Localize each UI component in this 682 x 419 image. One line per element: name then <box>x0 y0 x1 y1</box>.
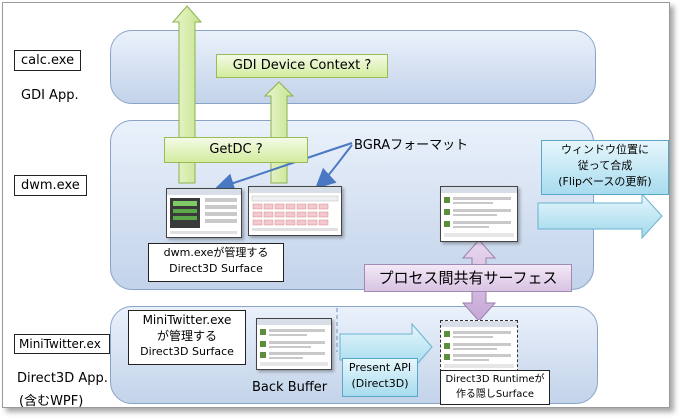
dwm-surface-line2: Direct3D Surface <box>169 262 263 275</box>
minitwitter-dwm-thumbnail <box>440 186 518 242</box>
present-api-line1: Present API <box>348 361 412 374</box>
gdi-app-label: GDI App. <box>21 88 79 103</box>
direct3d-app-label: Direct3D App. <box>17 371 108 386</box>
dwm-surface-line1: dwm.exeが管理する <box>163 246 269 259</box>
present-api-line2: (Direct3D) <box>351 377 409 390</box>
hidden-surface-line1: Direct3D Runtimeが <box>445 374 545 385</box>
mt-surface-line1: MiniTwitter.exe <box>142 313 232 327</box>
window-compose-line1: ウィンドウ位置に <box>561 143 649 156</box>
hidden-surface-line2: 作る隠しSurface <box>455 389 535 400</box>
minitwitter-exe-label: MiniTwitter.ex <box>14 334 110 354</box>
gdi-device-context-box: GDI Device Context ? <box>216 54 388 78</box>
blue-arrow-to-calc-thumb2 <box>315 144 353 189</box>
minitwitter-surface-box: MiniTwitter.exe が管理する Direct3D Surface <box>128 310 246 365</box>
bgra-format-label: BGRAフォーマット <box>354 138 469 153</box>
hidden-surface-box: Direct3D Runtimeが 作る隠しSurface <box>440 370 550 405</box>
hidden-surface-thumbnail <box>440 320 518 372</box>
back-buffer-label: Back Buffer <box>252 380 328 395</box>
calc-grid-thumbnail <box>248 186 342 236</box>
window-compose-line3: (Flipベースの更新) <box>558 175 652 188</box>
calc-window-thumbnail <box>166 188 242 238</box>
shared-surface-box: プロセス間共有サーフェス <box>364 264 572 292</box>
back-buffer-thumbnail <box>256 318 332 370</box>
back-buffer-thumb-art <box>257 319 331 366</box>
minitwitter-thumb-art <box>441 187 517 237</box>
getdc-box: GetDC ? <box>164 137 308 163</box>
present-api-box: Present API (Direct3D) <box>342 358 418 397</box>
direct3d-app-sublabel: (含むWPF) <box>19 394 84 409</box>
dwm-exe-label: dwm.exe <box>14 175 87 196</box>
window-compose-box: ウィンドウ位置に 従って合成 (Flipベースの更新) <box>541 140 669 195</box>
cyan-arrow-output <box>537 192 663 240</box>
mt-surface-line3: Direct3D Surface <box>140 345 234 358</box>
calc-grid-art <box>249 187 341 231</box>
calc-thumbnail-art <box>167 189 241 234</box>
hidden-surface-thumb-art <box>441 321 517 368</box>
mt-surface-line2: が管理する <box>156 329 217 343</box>
blue-arrow-to-calc-thumb <box>214 142 353 193</box>
window-compose-line2: 従って合成 <box>577 159 633 172</box>
dwm-surface-box: dwm.exeが管理する Direct3D Surface <box>148 243 284 282</box>
calc-exe-label: calc.exe <box>14 50 82 71</box>
